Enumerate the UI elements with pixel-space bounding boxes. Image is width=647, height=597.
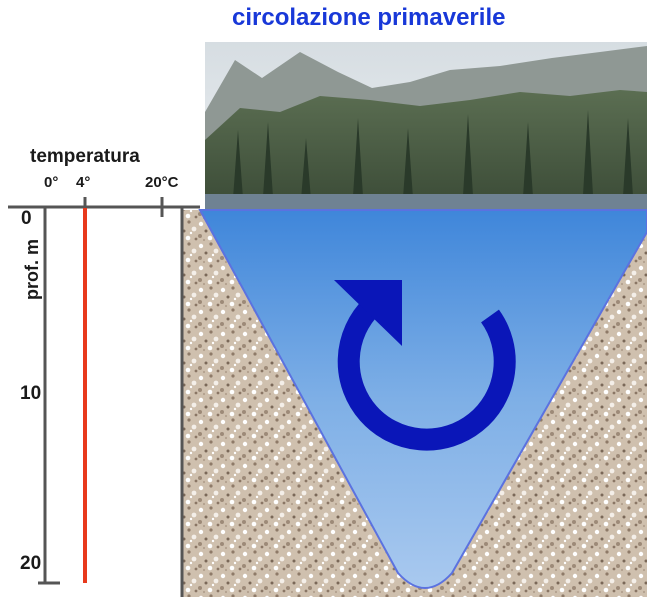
- landscape-background: [205, 42, 647, 212]
- axes: [8, 197, 200, 597]
- temperature-tick-4: 4°: [76, 174, 91, 191]
- depth-axis-label: prof. m: [22, 239, 42, 300]
- depth-tick-10: 10: [20, 383, 42, 404]
- diagram-title: circolazione primaverile: [232, 4, 506, 31]
- circular-arrow-icon: [334, 280, 516, 451]
- depth-tick-20: 20: [20, 553, 42, 574]
- temperature-axis-label: temperatura: [30, 146, 140, 167]
- temperature-tick-20: 20°C: [145, 174, 179, 191]
- temperature-tick-0: 0°: [44, 174, 59, 191]
- depth-tick-0: 0: [21, 208, 32, 229]
- lake-water: [198, 209, 647, 589]
